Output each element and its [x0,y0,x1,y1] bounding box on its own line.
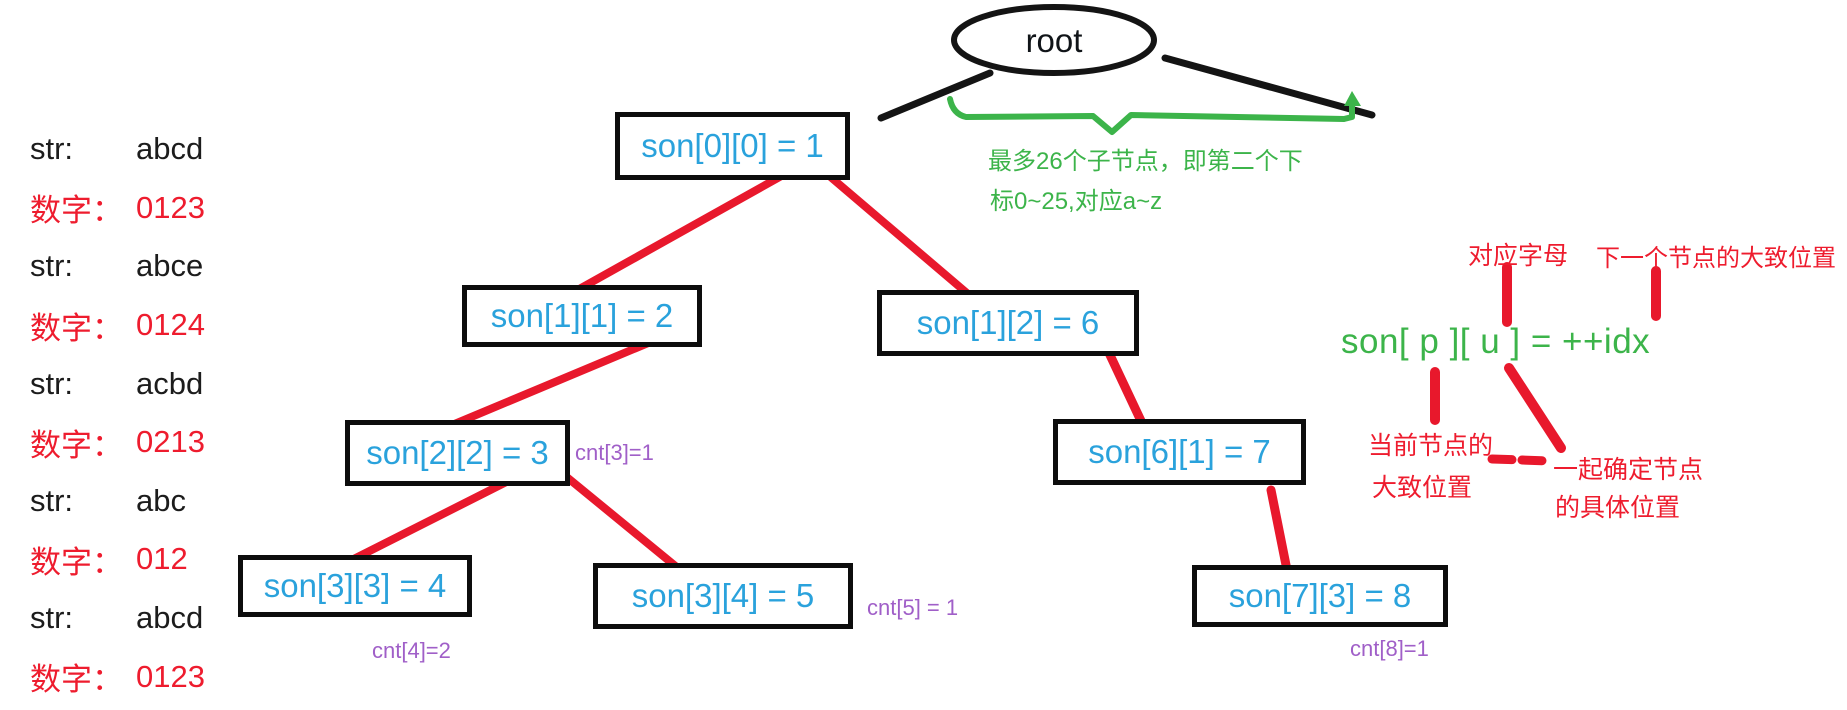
formula-code: son[ p ][ u ] = ++idx [1341,322,1651,361]
word-label: str: [30,131,74,167]
word-label: str: [30,482,74,518]
formula-label-current-line1: 当前节点的 [1368,432,1494,460]
word-value: 012 [136,541,188,577]
word-list-row-2: 数字： 0123 [30,179,205,238]
formula-label-current-line2: 大致位置 [1372,474,1473,502]
word-value: 0123 [136,189,205,225]
word-label: 数字： [30,662,123,698]
trie-node-7: son[6][1] = 7 [1053,419,1306,485]
formula-label-letter: 对应字母 [1468,242,1569,270]
edge-node1-node6 [809,158,972,298]
word-value: abce [136,248,204,284]
trie-node-6: son[1][2] = 6 [877,290,1139,356]
word-list-row-6: 数字： 0213 [30,413,205,472]
edge-node1-node2 [561,156,814,301]
word-label: 数字： [30,427,123,463]
word-label: 数字： [30,310,123,346]
word-list-row-4: 数字： 0124 [30,296,205,355]
word-value: abc [136,482,186,518]
word-label: str: [30,365,74,401]
word-list-row-3: str: abce [30,237,205,296]
root-node-label: root [1025,22,1083,59]
pointer-current-to-together [1487,454,1556,466]
word-label: str: [30,600,74,636]
formula-label-next-position: 下一个节点的大致位置 [1596,245,1836,272]
children-note-line1: 最多26个子节点，即第二个下 [988,148,1303,175]
word-label: 数字： [30,544,123,580]
pointer-u-to-together [1504,363,1566,453]
word-value: abcd [136,131,204,167]
formula-label-together-line2: 的具体位置 [1555,494,1681,522]
word-list-row-1: str: abcd [30,120,205,179]
word-list-row-8: 数字： 012 [30,530,205,589]
trie-node-3: son[2][2] = 3 [345,420,570,486]
edge-node7-node8 [1266,485,1293,580]
trie-node-1: son[0][0] = 1 [615,112,850,180]
word-label: str: [30,248,74,284]
word-value: 0213 [136,424,205,460]
trie-node-8: son[7][3] = 8 [1192,565,1448,627]
word-value: abcd [136,600,204,636]
word-list-row-10: 数字： 0123 [30,647,205,706]
word-value: acbd [136,365,204,401]
trie-node-4: son[3][3] = 4 [238,555,472,617]
children-note-line2: 标0~25,对应a~z [990,188,1163,215]
word-value: 0124 [136,307,205,343]
formula-label-together-line1: 一起确定节点 [1553,456,1704,484]
edge-node2-node3 [429,329,676,437]
cnt-label-4: cnt[4]=2 [372,638,451,663]
word-list-row-7: str: abc [30,472,205,531]
word-label: 数字： [30,193,123,229]
word-list: str: abcd 数字： 0123 str: abce 数字： 0124 str: ac… [30,120,205,706]
cnt-label-8: cnt[8]=1 [1350,636,1429,661]
word-value: 0123 [136,658,205,694]
word-list-row-9: str: abcd [30,589,205,648]
word-list-row-5: str: acbd [30,354,205,413]
children-brace [947,96,1355,135]
cnt-label-5: cnt[5] = 1 [867,595,959,620]
root-edge-right [1161,54,1376,119]
edge-node3-node5 [548,461,694,582]
brace-arrowhead-icon [1344,91,1361,106]
trie-node-5: son[3][4] = 5 [593,563,853,629]
root-ellipse [951,4,1157,76]
trie-node-2: son[1][1] = 2 [462,285,702,347]
cnt-label-3: cnt[3]=1 [575,440,654,465]
root-edge-left [877,69,994,122]
